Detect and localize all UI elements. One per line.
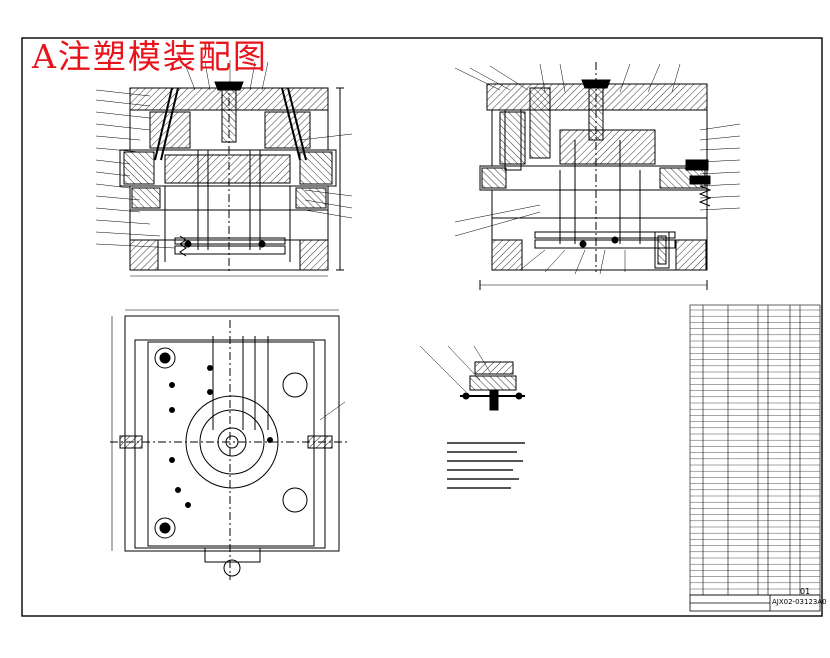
drawing-title: A注塑模装配图 bbox=[32, 37, 268, 76]
parts-list-rows bbox=[690, 309, 820, 590]
sheet-frame bbox=[21, 37, 823, 617]
sheet-number: 01 bbox=[800, 587, 811, 596]
front-section-view bbox=[95, 60, 353, 277]
parts-list bbox=[689, 304, 821, 596]
plan-view bbox=[110, 309, 350, 580]
detail-view bbox=[419, 345, 525, 411]
drawing-code: AJX02-03123A0 bbox=[772, 598, 827, 606]
side-section-view bbox=[454, 62, 741, 290]
technical-notes bbox=[447, 442, 525, 489]
title-block bbox=[689, 594, 821, 612]
